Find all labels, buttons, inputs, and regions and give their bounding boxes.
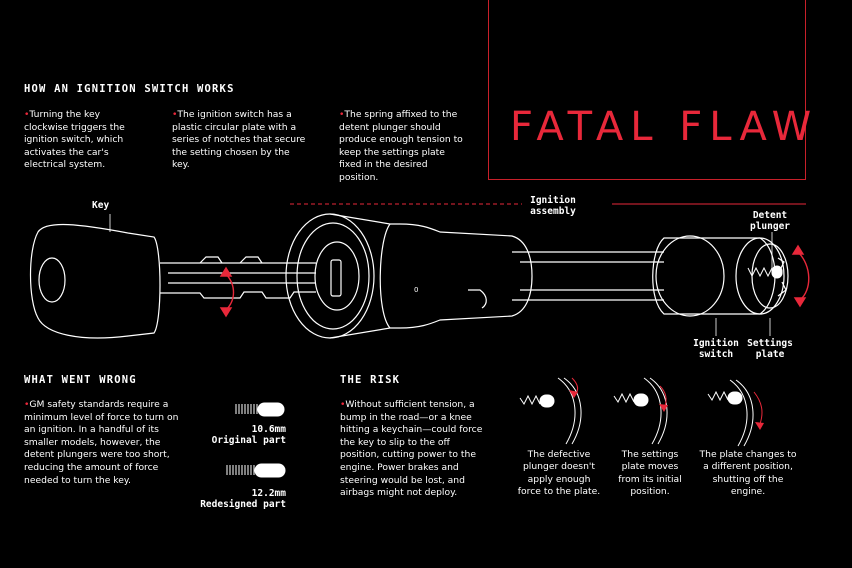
how-heading: HOW AN IGNITION SWITCH WORKS xyxy=(24,83,235,95)
bullet-icon: • xyxy=(340,399,346,410)
risk-illustration-1 xyxy=(519,377,582,445)
cylinder-body xyxy=(329,213,533,339)
risk-arrow-heads xyxy=(569,390,764,430)
risk-step-1: The defective plunger doesn't apply enou… xyxy=(517,449,601,498)
switch-housing xyxy=(652,237,776,315)
detent-spring xyxy=(747,265,783,279)
bullet-icon: • xyxy=(172,109,178,120)
cylinder-ring xyxy=(285,213,375,339)
key-hole xyxy=(38,257,66,303)
shaft xyxy=(512,251,664,301)
callout-lines xyxy=(109,214,773,336)
wrong-heading: WHAT WENT WRONG xyxy=(24,374,137,386)
page-title: FATAL FLAW xyxy=(510,104,819,150)
key-rotate-arrow xyxy=(225,273,235,311)
key-blade xyxy=(160,262,316,299)
key-head xyxy=(29,223,161,339)
how-col2: •The ignition switch has a plastic circu… xyxy=(172,109,306,171)
bullet-icon: • xyxy=(24,109,30,120)
label-key: Key xyxy=(92,200,110,211)
how-col1: •Turning the key clockwise triggers the … xyxy=(24,109,125,171)
risk-illustration-2 xyxy=(613,377,668,445)
risk-illustration-3 xyxy=(707,379,763,447)
how-col3: •The spring affixed to the detent plunge… xyxy=(339,109,463,183)
redesigned-part-icon xyxy=(226,463,286,478)
risk-text: •Without sufficient tension, a bump in t… xyxy=(340,399,483,499)
key-teeth xyxy=(199,256,263,264)
risk-step-3: The plate changes to a different positio… xyxy=(699,449,797,498)
plate-rotate-arrow xyxy=(797,251,810,301)
risk-step-2: The settings plate moves from its initia… xyxy=(618,449,682,498)
marker-zero: 0 xyxy=(414,286,419,294)
bullet-icon: • xyxy=(24,399,30,410)
risk-heading: THE RISK xyxy=(340,374,401,386)
title-frame xyxy=(488,0,806,180)
wrong-text: •GM safety standards require a minimum l… xyxy=(24,399,179,486)
original-part-icon xyxy=(235,402,285,417)
bullet-icon: • xyxy=(339,109,345,120)
